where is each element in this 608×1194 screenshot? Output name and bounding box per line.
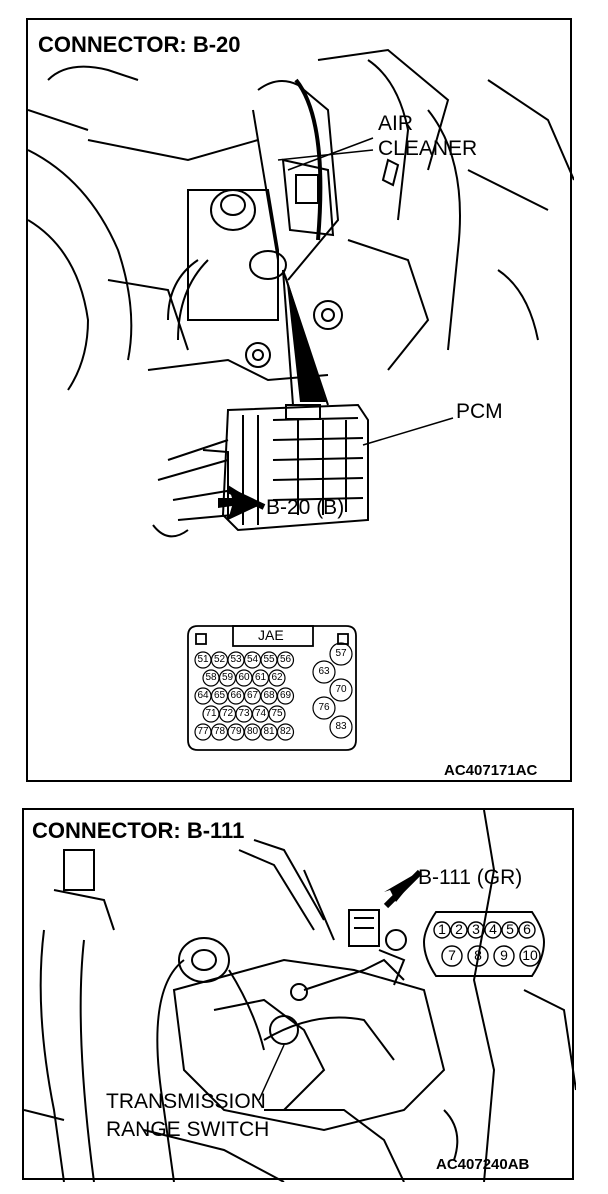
pin-label: 3 — [472, 921, 480, 937]
pin-circle — [467, 921, 485, 939]
pin-label: 8 — [474, 947, 482, 963]
connector-title: CONNECTOR: B-20 — [38, 32, 241, 57]
pin-label: 80 — [246, 726, 259, 737]
pin-label: 76 — [318, 702, 330, 713]
pin-label: 73 — [238, 708, 250, 719]
connector-b20-face — [187, 625, 357, 751]
pcm-unit — [152, 403, 369, 538]
pin-circle — [493, 945, 515, 967]
pin-label: 83 — [335, 721, 347, 732]
jae-label: JAE — [258, 627, 284, 643]
connector-b20-label: B-20 (B) — [266, 496, 345, 519]
connector-b111-face — [422, 911, 546, 977]
pin-label: 66 — [230, 690, 242, 701]
pin-label: 82 — [279, 726, 292, 737]
pin-circle — [484, 921, 502, 939]
pin-label: 60 — [238, 672, 250, 683]
pin-label: 75 — [271, 708, 283, 719]
pin-circle — [276, 687, 295, 705]
pin-circle — [329, 715, 353, 739]
pin-label: 71 — [205, 708, 217, 719]
pin-circle — [450, 921, 468, 939]
switch-label-2: RANGE SWITCH — [106, 1118, 270, 1141]
pin-label: 10 — [522, 947, 538, 963]
pin-circle — [276, 723, 295, 741]
pin-circle — [276, 651, 295, 669]
pin-circle — [329, 642, 353, 666]
pin-label: 51 — [197, 654, 209, 665]
pin-label: 4 — [489, 921, 497, 937]
switch-label-1: TRANSMISSION — [106, 1090, 266, 1113]
pin-label: 64 — [197, 690, 209, 701]
pin-circle — [329, 678, 353, 702]
pin-label: 72 — [221, 708, 234, 719]
pin-label: 70 — [335, 684, 347, 695]
pin-label: 7 — [448, 947, 456, 963]
pcm-label: PCM — [456, 400, 503, 423]
connector-b111-label: B-111 (GR) — [418, 866, 523, 889]
pin-label: 52 — [213, 654, 226, 665]
top-panel: CONNECTOR: B-20 AIR CLEANER PCM B-20 (B)… — [26, 18, 574, 782]
pin-label: 57 — [335, 648, 347, 659]
engine-bay-illustration — [28, 48, 574, 751]
figure-code: AC407240AB — [436, 1156, 530, 1173]
pin-label: 6 — [523, 921, 531, 937]
pin-label: 78 — [213, 726, 226, 737]
air-cleaner-label-2: CLEANER — [378, 137, 478, 160]
pin-label: 55 — [263, 654, 275, 665]
arrow-icon — [218, 485, 260, 520]
pin-label: 81 — [263, 726, 275, 737]
pin-label: 68 — [263, 690, 275, 701]
pin-circle — [312, 660, 336, 684]
pin-label: 59 — [221, 672, 234, 683]
pin-label: 58 — [205, 672, 217, 683]
pin-label: 77 — [197, 726, 209, 737]
pin-label: 69 — [279, 690, 292, 701]
pin-circle — [519, 945, 541, 967]
pin-label: 65 — [213, 690, 226, 701]
pin-circle — [268, 705, 286, 723]
pin-label: 67 — [246, 690, 259, 701]
pin-label: 63 — [318, 666, 330, 677]
connector-title: CONNECTOR: B-111 — [32, 818, 245, 843]
pin-label: 79 — [230, 726, 242, 737]
pin-label: 5 — [506, 921, 514, 937]
pin-circle — [501, 921, 519, 939]
pin-circle — [433, 921, 451, 939]
transmission-illustration — [24, 810, 576, 1182]
pin-label: 2 — [455, 921, 463, 937]
pin-label: 53 — [230, 654, 242, 665]
pin-label: 9 — [500, 947, 508, 963]
pin-label: 62 — [271, 672, 283, 683]
figure-code: AC407171AC — [444, 762, 538, 779]
pin-label: 1 — [438, 921, 446, 937]
pin-circle — [268, 669, 286, 687]
pin-label: 54 — [246, 654, 259, 665]
air-cleaner-label-1: AIR — [378, 112, 414, 135]
pin-circle — [467, 945, 489, 967]
pin-circle — [518, 921, 536, 939]
pin-circle — [312, 696, 336, 720]
pin-label: 61 — [254, 672, 267, 683]
pin-label: 56 — [279, 654, 292, 665]
pin-circle — [441, 945, 463, 967]
pin-label: 74 — [254, 708, 267, 719]
